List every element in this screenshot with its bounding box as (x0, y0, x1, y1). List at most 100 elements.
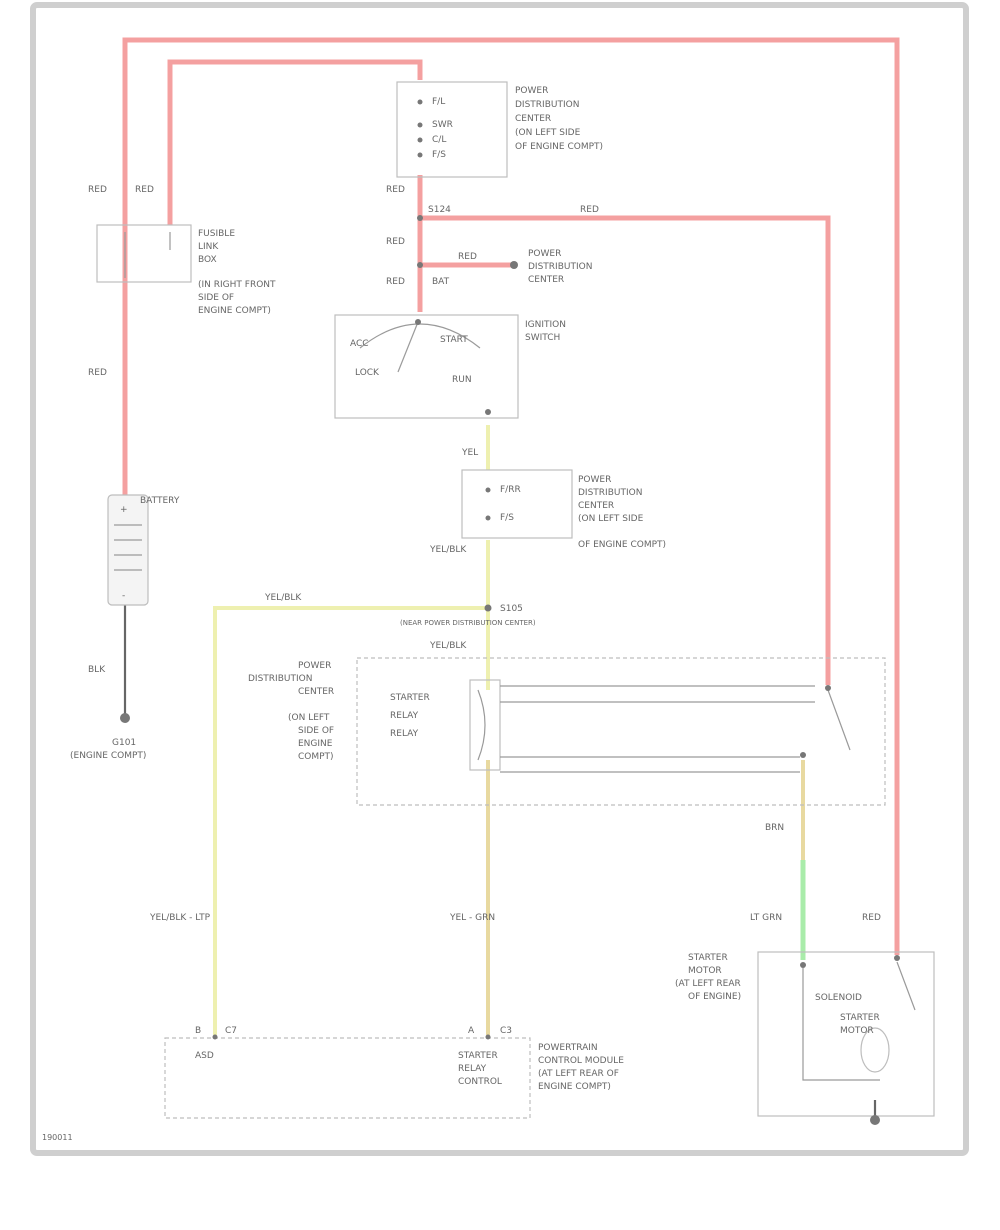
starter-motor-box (757, 951, 935, 1117)
starter-part-label: MOTOR (840, 1026, 874, 1036)
pdc-mid-pin: F/RR (500, 485, 521, 495)
wire-label-yel-blk: YEL/BLK (264, 593, 302, 603)
wire-label-red: RED (88, 185, 107, 195)
pdc-mid-pin: F/S (500, 513, 514, 523)
ground-g101-label: (ENGINE COMPT) (70, 751, 146, 761)
wire-label-yel-blk: YEL/BLK (429, 545, 467, 555)
pdc-mid-label: OF ENGINE COMPT) (578, 540, 666, 550)
fusible-link-element (124, 232, 171, 278)
pcm-pin-right: C3 (500, 1026, 512, 1036)
pcm-box (164, 1037, 531, 1119)
pdc-mid-pin-dot (485, 515, 491, 521)
starter-relay-pdc-box (356, 657, 886, 806)
starter-relay-coil-winding (477, 689, 486, 761)
fusible-link-label: FUSIBLE (198, 229, 235, 239)
ignition-switch-pivot (415, 319, 421, 325)
pcm-pin-left: B (195, 1026, 201, 1036)
starter-contact (896, 961, 916, 1011)
pdc-mid-label: (ON LEFT SIDE (578, 514, 644, 524)
pdc-top-pin-dot (417, 137, 423, 143)
pdc-right-terminal (510, 261, 518, 269)
pcm-pin-dot (212, 1034, 218, 1040)
starter-relay-housing-label: SIDE OF (298, 726, 334, 736)
pdc-mid-label: CENTER (578, 501, 614, 511)
pcm-asd-label: ASD (195, 1051, 214, 1061)
pdc-top-pin-dot (417, 122, 423, 128)
starter-motor-terminal (894, 955, 900, 961)
fusible-link-label: ENGINE COMPT) (198, 306, 271, 316)
pdc-top-label: (ON LEFT SIDE (515, 128, 581, 138)
pdc-top-label: CENTER (515, 114, 551, 124)
starter-relay-housing-label: COMPT) (298, 752, 334, 762)
red-wire-battery-loop (122, 37, 900, 955)
pdc-mid-box (461, 469, 573, 539)
starter-relay-housing-label: CENTER (298, 687, 334, 697)
pdc-top-label: POWER (515, 86, 548, 96)
fusible-link-label: LINK (198, 242, 219, 252)
splice-s105-note: (NEAR POWER DISTRIBUTION CENTER) (400, 619, 536, 627)
pcm-label: POWERTRAIN (538, 1043, 598, 1053)
pcm-label: ENGINE COMPT) (538, 1082, 611, 1092)
ignition-position: START (440, 335, 468, 345)
starter-motor-label: OF ENGINE) (688, 992, 741, 1002)
splice-dot (417, 262, 423, 268)
wire-label-red: RED (580, 205, 599, 215)
pdc-top-box (396, 81, 508, 178)
pdc-mid-label: DISTRIBUTION (578, 488, 642, 498)
pcm-relay-label: RELAY (458, 1064, 487, 1074)
diagram-frame (30, 2, 969, 1156)
battery: + - BATTERY (107, 494, 180, 606)
starter-relay-terminal (825, 685, 831, 691)
ground-g101-label: G101 (112, 738, 136, 748)
splice-dot (417, 215, 423, 221)
pdc-mid-pin-dot (485, 487, 491, 493)
wire-label-yel-grn: YEL - GRN (449, 913, 495, 923)
starter-part-label: SOLENOID (815, 993, 862, 1003)
pdc-right-label: DISTRIBUTION (528, 262, 592, 272)
battery-label: BATTERY (140, 496, 180, 506)
starter-relay-label: RELAY (390, 729, 419, 739)
wire-label-red: RED (386, 277, 405, 287)
starter-relay-coil (469, 679, 501, 771)
starter-ground-dot (870, 1115, 880, 1125)
pcm-pin-dot (485, 1034, 491, 1040)
battery-plus: + (120, 505, 128, 515)
starter-part-label: STARTER (840, 1013, 880, 1023)
fusible-link-label: BOX (198, 255, 217, 265)
pcm-label: CONTROL MODULE (538, 1056, 624, 1066)
red-wires (122, 37, 900, 955)
power-distribution-center-right: BAT POWER DISTRIBUTION CENTER (432, 249, 592, 287)
wire-label-red: RED (386, 237, 405, 247)
pdc-top-label: OF ENGINE COMPT) (515, 142, 603, 152)
ignition-switch-arm (397, 321, 419, 373)
wire-label-red: RED (862, 913, 881, 923)
wire-label-blk: BLK (88, 665, 106, 675)
ignition-position: RUN (452, 375, 472, 385)
starter-motor-armature (860, 1027, 890, 1073)
wire-label-red: RED (386, 185, 405, 195)
red-wire-starter-relay (420, 215, 831, 685)
splice-s105-label: S105 (500, 604, 523, 614)
starter-relay-housing-label: DISTRIBUTION (248, 674, 312, 684)
yel-blk-ltp-wire (213, 606, 488, 1035)
fusible-link-box: FUSIBLE LINK BOX (IN RIGHT FRONT SIDE OF… (96, 224, 276, 316)
battery-body (107, 494, 149, 606)
red-wire-fusible-loop (167, 59, 423, 225)
fusible-link-label: SIDE OF (198, 293, 234, 303)
ignition-position: ACC (350, 339, 369, 349)
pcm-relay-label: STARTER (458, 1051, 498, 1061)
pdc-top-pin: F/S (432, 150, 446, 160)
wire-label-yel-blk-ltp: YEL/BLK - LTP (149, 913, 211, 923)
power-distribution-center-mid: F/RR F/S POWER DISTRIBUTION CENTER (ON L… (461, 469, 666, 550)
starter-solenoid-winding (802, 968, 880, 1081)
starter-relay-contact (827, 689, 851, 751)
starter-motor-label: STARTER (688, 953, 728, 963)
pdc-top-label: DISTRIBUTION (515, 100, 579, 110)
starter-motor-label: MOTOR (688, 966, 722, 976)
pdc-top-pin-dot (417, 152, 423, 158)
ignition-switch-box (334, 314, 519, 419)
pdc-mid-label: POWER (578, 475, 611, 485)
wire-label-red: RED (458, 252, 477, 262)
wire-label-red: RED (88, 368, 107, 378)
ignition-switch-label: SWITCH (525, 333, 560, 343)
